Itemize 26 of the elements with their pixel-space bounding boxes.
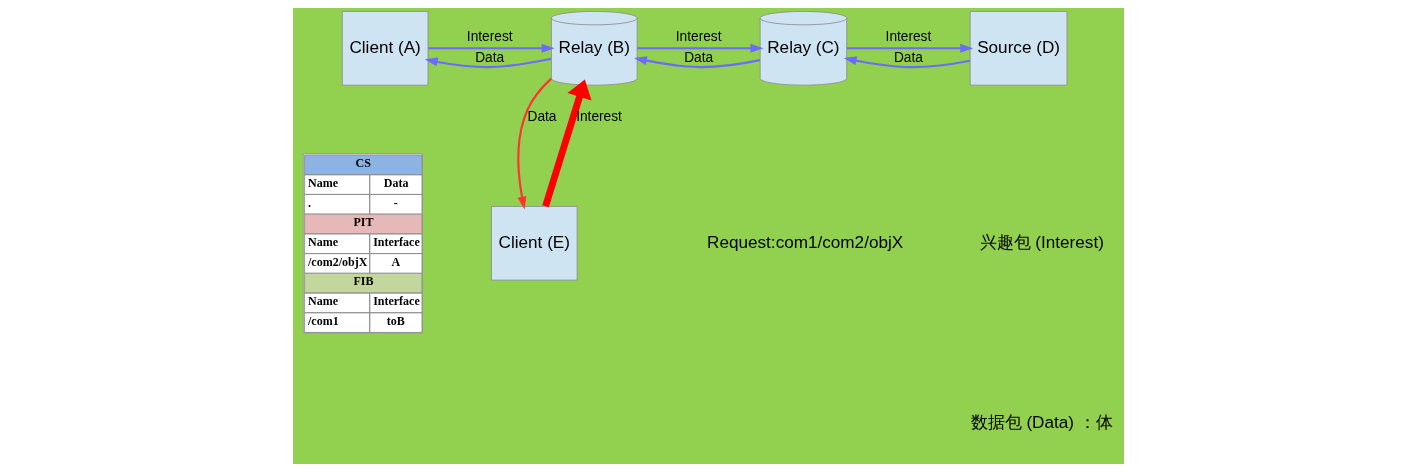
- label: toB: [386, 313, 405, 328]
- edge-label: Data: [893, 49, 923, 65]
- edge-label: Interest: [885, 29, 931, 45]
- edge-label: Data: [527, 108, 556, 124]
- label: 数据包 (Data) ：体: [970, 412, 1113, 432]
- label: FIB: [352, 274, 373, 289]
- label: -: [393, 195, 398, 210]
- label: Data: [383, 175, 409, 190]
- edge-label: Data: [683, 49, 713, 65]
- label: /com2/objX: [307, 254, 367, 269]
- label: Request:com1/com2/objX: [706, 231, 903, 252]
- label: PIT: [352, 215, 373, 230]
- label: Interface: [372, 294, 420, 309]
- label: Name: [307, 235, 338, 250]
- edge-label: Interest: [575, 108, 622, 124]
- label: /com1: [307, 313, 339, 328]
- label: Name: [307, 294, 338, 309]
- label: 兴趣包 (Interest): [979, 231, 1104, 252]
- label: Interface: [372, 235, 420, 250]
- label: .: [307, 195, 311, 210]
- label: CS: [355, 156, 371, 171]
- edge-label: Interest: [466, 29, 513, 45]
- label: Name: [307, 175, 338, 190]
- edge-label: Interest: [675, 29, 721, 45]
- label: A: [391, 254, 400, 269]
- edge-label: Data: [474, 49, 504, 65]
